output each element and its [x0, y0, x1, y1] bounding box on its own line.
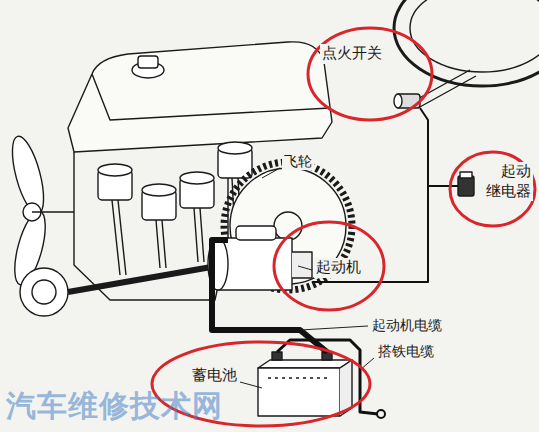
part-name: 起动 继电器: [482, 162, 533, 201]
relay-cap: [460, 172, 472, 178]
red-ellipse-outline: [308, 28, 432, 120]
leader-lines: [240, 168, 374, 388]
red-ellipse-outline: [450, 152, 535, 226]
red-ellipse: [306, 26, 434, 122]
highlight-circle: 起动 继电器: [448, 150, 537, 228]
part-label: 起动机电缆: [370, 316, 444, 334]
oil-cap-top: [138, 56, 158, 68]
part-name: 蓄电池: [190, 366, 239, 386]
starter-cable: [212, 240, 327, 352]
part-label: 搭铁电缆: [376, 342, 436, 360]
red-ellipse-outline: [274, 222, 384, 310]
part-name: 点火开关: [320, 44, 384, 64]
valve-cover: [68, 42, 332, 152]
ground-point: [377, 410, 385, 418]
part-label: 飞轮: [282, 152, 314, 170]
relay-wire: [428, 185, 458, 187]
cooling-fan: [6, 133, 74, 288]
crank-pulley: [20, 268, 68, 316]
crank-pulley-hub: [32, 280, 56, 304]
starter-motor: [208, 226, 312, 290]
starter-cable-leader: [300, 326, 368, 330]
cover-edge: [92, 74, 330, 120]
watermark: 汽车维修技术网: [4, 386, 225, 425]
starter-leader: [298, 266, 312, 270]
ignition-key: [394, 94, 402, 108]
relay-body: [458, 176, 474, 196]
highlight-circle: 点火开关: [306, 26, 434, 122]
battery-leader: [240, 382, 262, 388]
wiring: [212, 108, 458, 418]
control-wire: [312, 108, 428, 282]
engine-drawing: [6, 0, 539, 416]
battery: [258, 352, 352, 416]
steering-column: [412, 70, 476, 108]
part-name: 起动机: [314, 258, 363, 278]
highlight-circle: 起动机: [272, 220, 386, 312]
flywheel-leader: [262, 168, 280, 178]
